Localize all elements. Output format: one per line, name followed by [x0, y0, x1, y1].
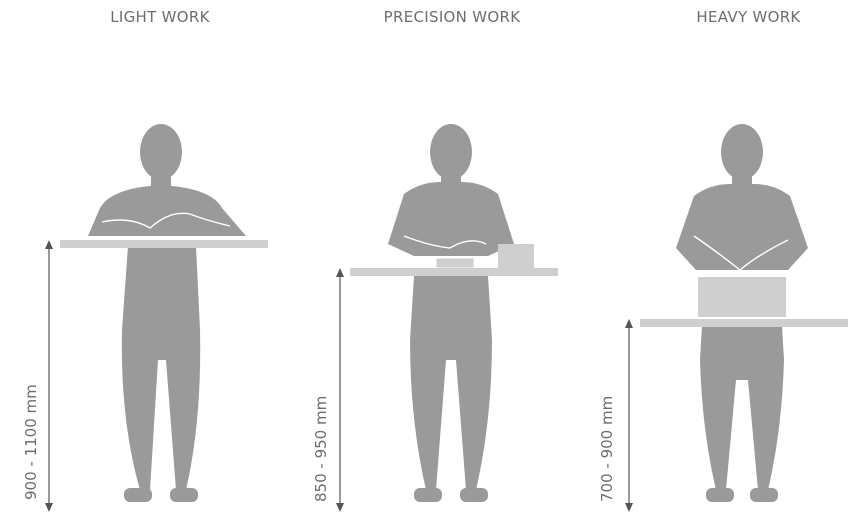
panel-heavy-work: HEAVY WORK 700 - 900 mm [580, 0, 863, 513]
height-arrow-precision [336, 268, 344, 512]
height-arrow-light [45, 240, 53, 512]
box-heavy [698, 277, 786, 317]
height-label-precision-work: 850 - 950 mm [312, 396, 330, 502]
heavy-work-illustration [580, 0, 863, 513]
work-table-light [60, 240, 268, 248]
panel-precision-work: PRECISION WORK 850 - 950 mm [300, 0, 580, 513]
panel-light-work: LIGHT WORK 900 - 1100 mm [0, 0, 300, 513]
worker-figure-light [88, 124, 246, 502]
height-label-heavy-work: 700 - 900 mm [598, 396, 616, 502]
light-work-illustration [0, 0, 300, 513]
small-part-precision [436, 258, 474, 268]
box-precision [498, 244, 534, 268]
work-table-precision [350, 268, 558, 276]
height-label-light-work: 900 - 1100 mm [22, 384, 40, 500]
work-table-heavy [640, 319, 848, 327]
precision-work-illustration [300, 0, 580, 513]
worker-figure-precision [388, 124, 514, 502]
height-arrow-heavy [625, 319, 633, 512]
